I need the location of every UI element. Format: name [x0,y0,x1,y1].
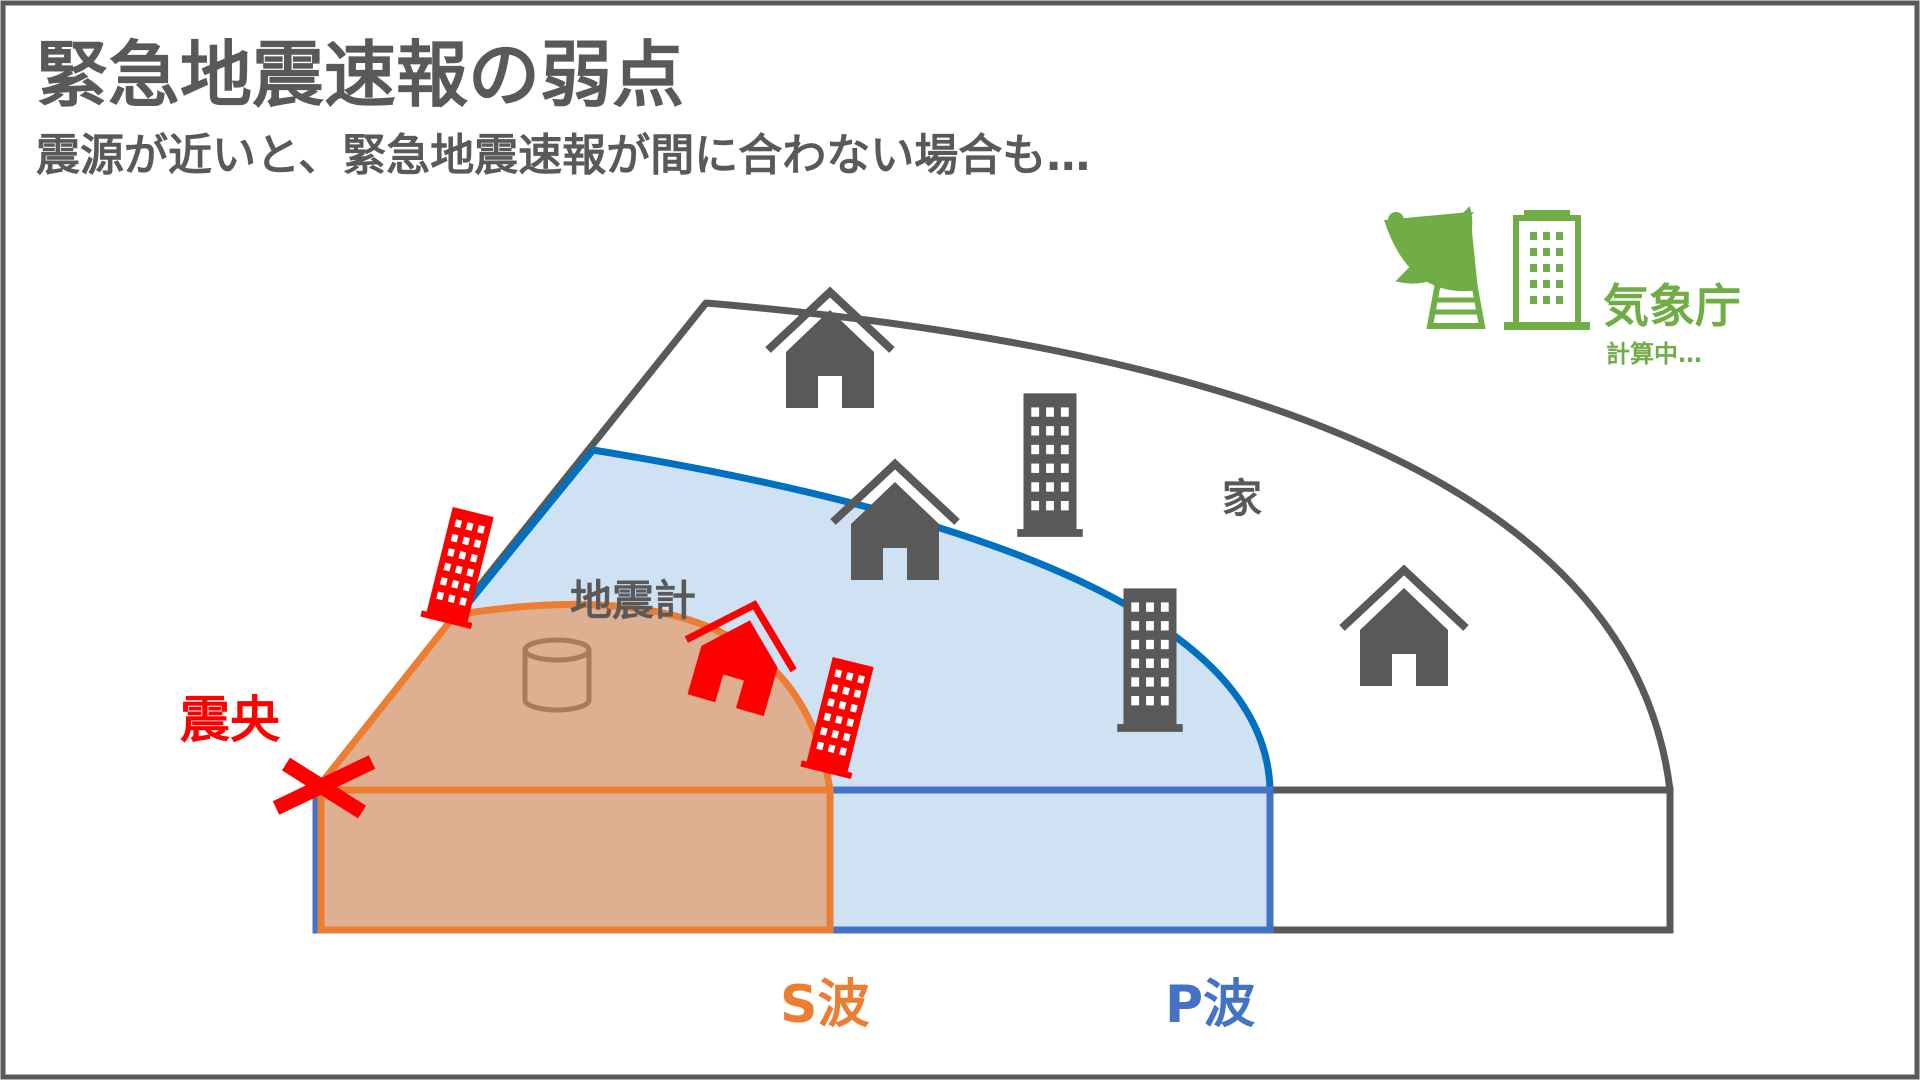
s-wave-depth-band [317,786,834,934]
page-title: 緊急地震速報の弱点 [36,33,684,117]
agency-label: 気象庁 [1603,279,1741,333]
agency-building-icon [1504,210,1590,330]
s-wave-label: S波 [780,975,869,1035]
p-wave-front [592,446,1274,791]
cylinder-icon [522,637,592,713]
building-icon [1117,588,1183,732]
page-subtitle: 震源が近いと、緊急地震速報が間に合わない場合も… [36,130,1090,181]
p-wave-label: P波 [1165,975,1255,1035]
s-wave-edge [313,612,458,793]
epicenter-label: 震央 [180,691,281,749]
house-label: 家 [1222,476,1262,522]
building-icon [1017,393,1083,537]
agency-status-label: 計算中… [1606,340,1702,368]
seismometer-label: 地震計 [570,576,696,625]
satellite-dish-icon [1384,206,1486,329]
x-mark-icon [272,755,376,819]
